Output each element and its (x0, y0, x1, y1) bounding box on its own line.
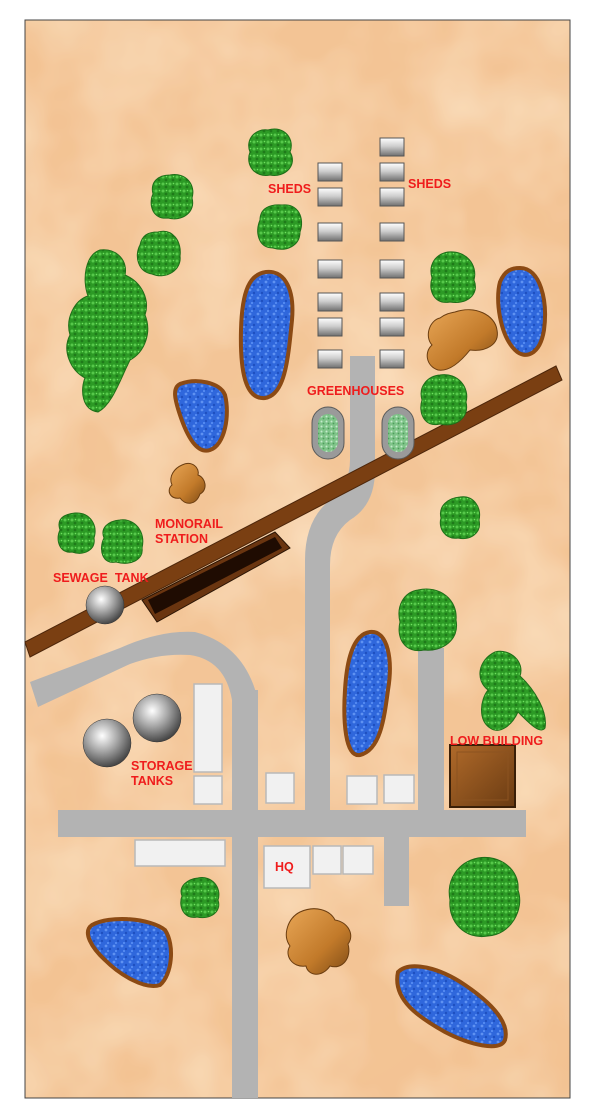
shed (379, 259, 405, 279)
shed (317, 187, 343, 207)
map-labels: SHEDS SHEDS GREENHOUSES MONORAIL STATION… (53, 177, 543, 874)
trees (57, 128, 546, 938)
label-sewage-tank: SEWAGE TANK (53, 571, 149, 585)
rock (285, 908, 352, 975)
buildings (134, 683, 415, 889)
tree (248, 128, 293, 176)
hq-building (263, 845, 311, 889)
label-monorail-station-1: MONORAIL (155, 517, 223, 531)
shed (317, 317, 343, 337)
greenhouses (311, 406, 415, 460)
ponds (85, 265, 547, 1049)
pond-center (342, 630, 392, 758)
label-greenhouses: GREENHOUSES (307, 384, 404, 398)
pond-southeast (395, 964, 508, 1049)
tree (398, 588, 458, 652)
sheds (317, 137, 405, 369)
shed (379, 292, 405, 312)
tree (439, 496, 481, 540)
rock (168, 462, 206, 504)
main-road-horizontal (58, 810, 526, 837)
rock (426, 309, 498, 371)
building (312, 845, 342, 875)
road-curve-west (30, 631, 258, 707)
building (134, 839, 226, 867)
tree-cluster (66, 249, 149, 413)
shed (379, 349, 405, 369)
tree (479, 650, 546, 731)
sewage-tank (85, 585, 125, 625)
monorail-station (141, 531, 291, 623)
label-storage-tanks-1: STORAGE (131, 759, 193, 773)
shed (317, 222, 343, 242)
tree (180, 877, 220, 919)
building (342, 845, 374, 875)
shed (317, 259, 343, 279)
shed (379, 137, 405, 157)
tree (420, 374, 468, 426)
tree (430, 251, 476, 304)
storage-tank (132, 693, 182, 743)
shed (317, 292, 343, 312)
pond-northeast (496, 265, 547, 357)
shed (379, 222, 405, 242)
storage-tank (82, 718, 132, 768)
tree (448, 856, 521, 938)
rocks (168, 309, 498, 975)
label-monorail-station-2: STATION (155, 532, 208, 546)
shed (379, 317, 405, 337)
shed (317, 162, 343, 182)
tree (136, 230, 181, 277)
building (346, 775, 378, 805)
building (265, 772, 295, 804)
tree (101, 519, 144, 564)
building (193, 683, 223, 773)
pond-west (173, 379, 229, 453)
building (193, 775, 223, 805)
pond-north (238, 269, 295, 401)
shed (317, 349, 343, 369)
shed (379, 162, 405, 182)
label-low-building: LOW BUILDING (450, 734, 543, 748)
pond-southwest (85, 917, 173, 988)
monorail-track (24, 365, 563, 658)
road-vertical-east (418, 648, 444, 812)
tanks (82, 585, 182, 768)
label-sheds-left: SHEDS (268, 182, 311, 196)
tree (150, 174, 194, 220)
tree (257, 204, 303, 250)
label-sheds-right: SHEDS (408, 177, 451, 191)
greenhouse-roof (318, 414, 338, 452)
label-storage-tanks-2: TANKS (131, 774, 173, 788)
shed (379, 187, 405, 207)
building (383, 774, 415, 804)
road-vertical-south (232, 690, 258, 1098)
road-spur-south (384, 836, 409, 906)
greenhouse-roof (388, 414, 408, 452)
low-building (449, 744, 516, 808)
label-hq: HQ (275, 860, 294, 874)
tree (57, 512, 96, 554)
